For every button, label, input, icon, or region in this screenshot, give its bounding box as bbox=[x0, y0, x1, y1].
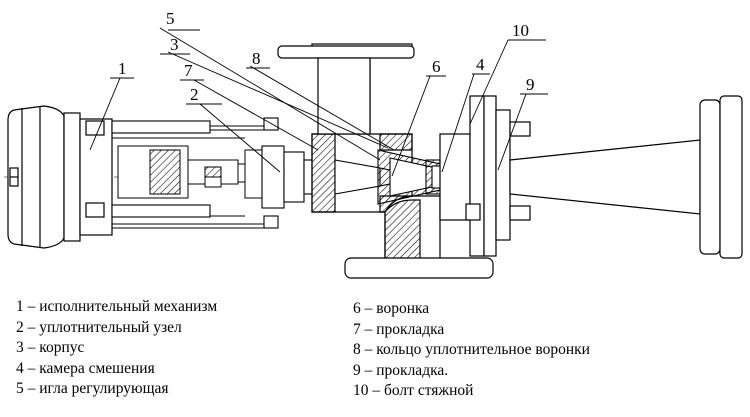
callout-2: 2 bbox=[190, 85, 199, 104]
legend-item: 4 – камера смешения bbox=[16, 359, 155, 377]
assembly-drawing: 1 2 3 4 5 6 7 8 9 10 bbox=[4, 9, 743, 279]
legend-item: 8 – кольцо уплотнительное воронки bbox=[353, 341, 590, 358]
legend-item: 2 – уплотнительный узел bbox=[16, 318, 182, 336]
legend-item: 10 – болт стяжной bbox=[353, 382, 474, 399]
legend-right-column: 6 – воронка 7 – прокладка 8 – кольцо упл… bbox=[353, 299, 590, 402]
callout-7: 7 bbox=[184, 61, 193, 80]
mixing-chamber bbox=[439, 95, 531, 257]
callout-9: 9 bbox=[526, 75, 535, 94]
legend-left-column: 1 – исполнительный механизм 2 – уплотнит… bbox=[16, 297, 217, 400]
callout-3: 3 bbox=[170, 35, 179, 54]
callout-1: 1 bbox=[118, 59, 127, 78]
callout-8: 8 bbox=[252, 49, 261, 68]
legend-item: 5 – игла регулирующая bbox=[16, 380, 169, 397]
callout-5: 5 bbox=[166, 9, 175, 28]
legend-item: 3 – корпус bbox=[16, 339, 85, 356]
inner-mechanism bbox=[117, 145, 266, 199]
diffuser bbox=[509, 95, 743, 259]
legend-item: 6 – воронка bbox=[353, 300, 430, 317]
leader-lines bbox=[89, 27, 548, 177]
frame-rods bbox=[111, 117, 279, 229]
legend-item: 1 – исполнительный механизм bbox=[16, 298, 218, 315]
callout-4: 4 bbox=[476, 55, 485, 74]
top-inlet bbox=[277, 45, 415, 135]
legend-item: 9 – прокладка. bbox=[353, 361, 449, 379]
callout-6: 6 bbox=[432, 57, 441, 76]
callout-10: 10 bbox=[512, 21, 529, 40]
actuator-body bbox=[7, 105, 113, 249]
legend-item: 7 – прокладка bbox=[353, 320, 445, 338]
